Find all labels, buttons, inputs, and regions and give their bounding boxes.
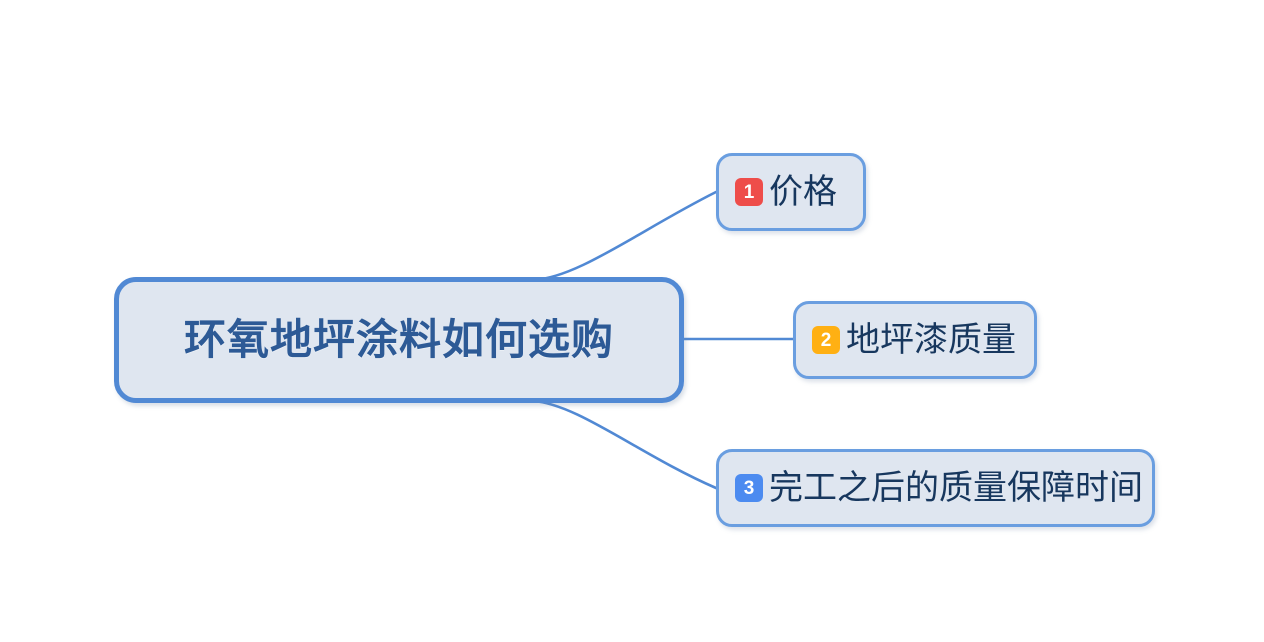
mindmap-root-node[interactable]: 环氧地坪涂料如何选购 [114,277,684,403]
mindmap-branch-node-3[interactable]: 3 完工之后的质量保障时间 [716,449,1155,527]
mindmap-branch-node-2[interactable]: 2 地坪漆质量 [793,301,1037,379]
connector-root-to-branch-3 [531,399,718,490]
branch-node-label-2: 地坪漆质量 [846,321,1016,359]
branch-index-badge-1: 1 [735,178,763,206]
mindmap-branch-node-1[interactable]: 1 价格 [716,153,866,231]
root-node-label: 环氧地坪涂料如何选购 [183,316,614,363]
connector-root-to-branch-1 [531,190,718,282]
branch-node-label-3: 完工之后的质量保障时间 [769,469,1143,507]
branch-node-label-1: 价格 [769,173,837,211]
branch-index-badge-3: 3 [735,474,763,502]
branch-index-badge-2: 2 [812,326,840,354]
